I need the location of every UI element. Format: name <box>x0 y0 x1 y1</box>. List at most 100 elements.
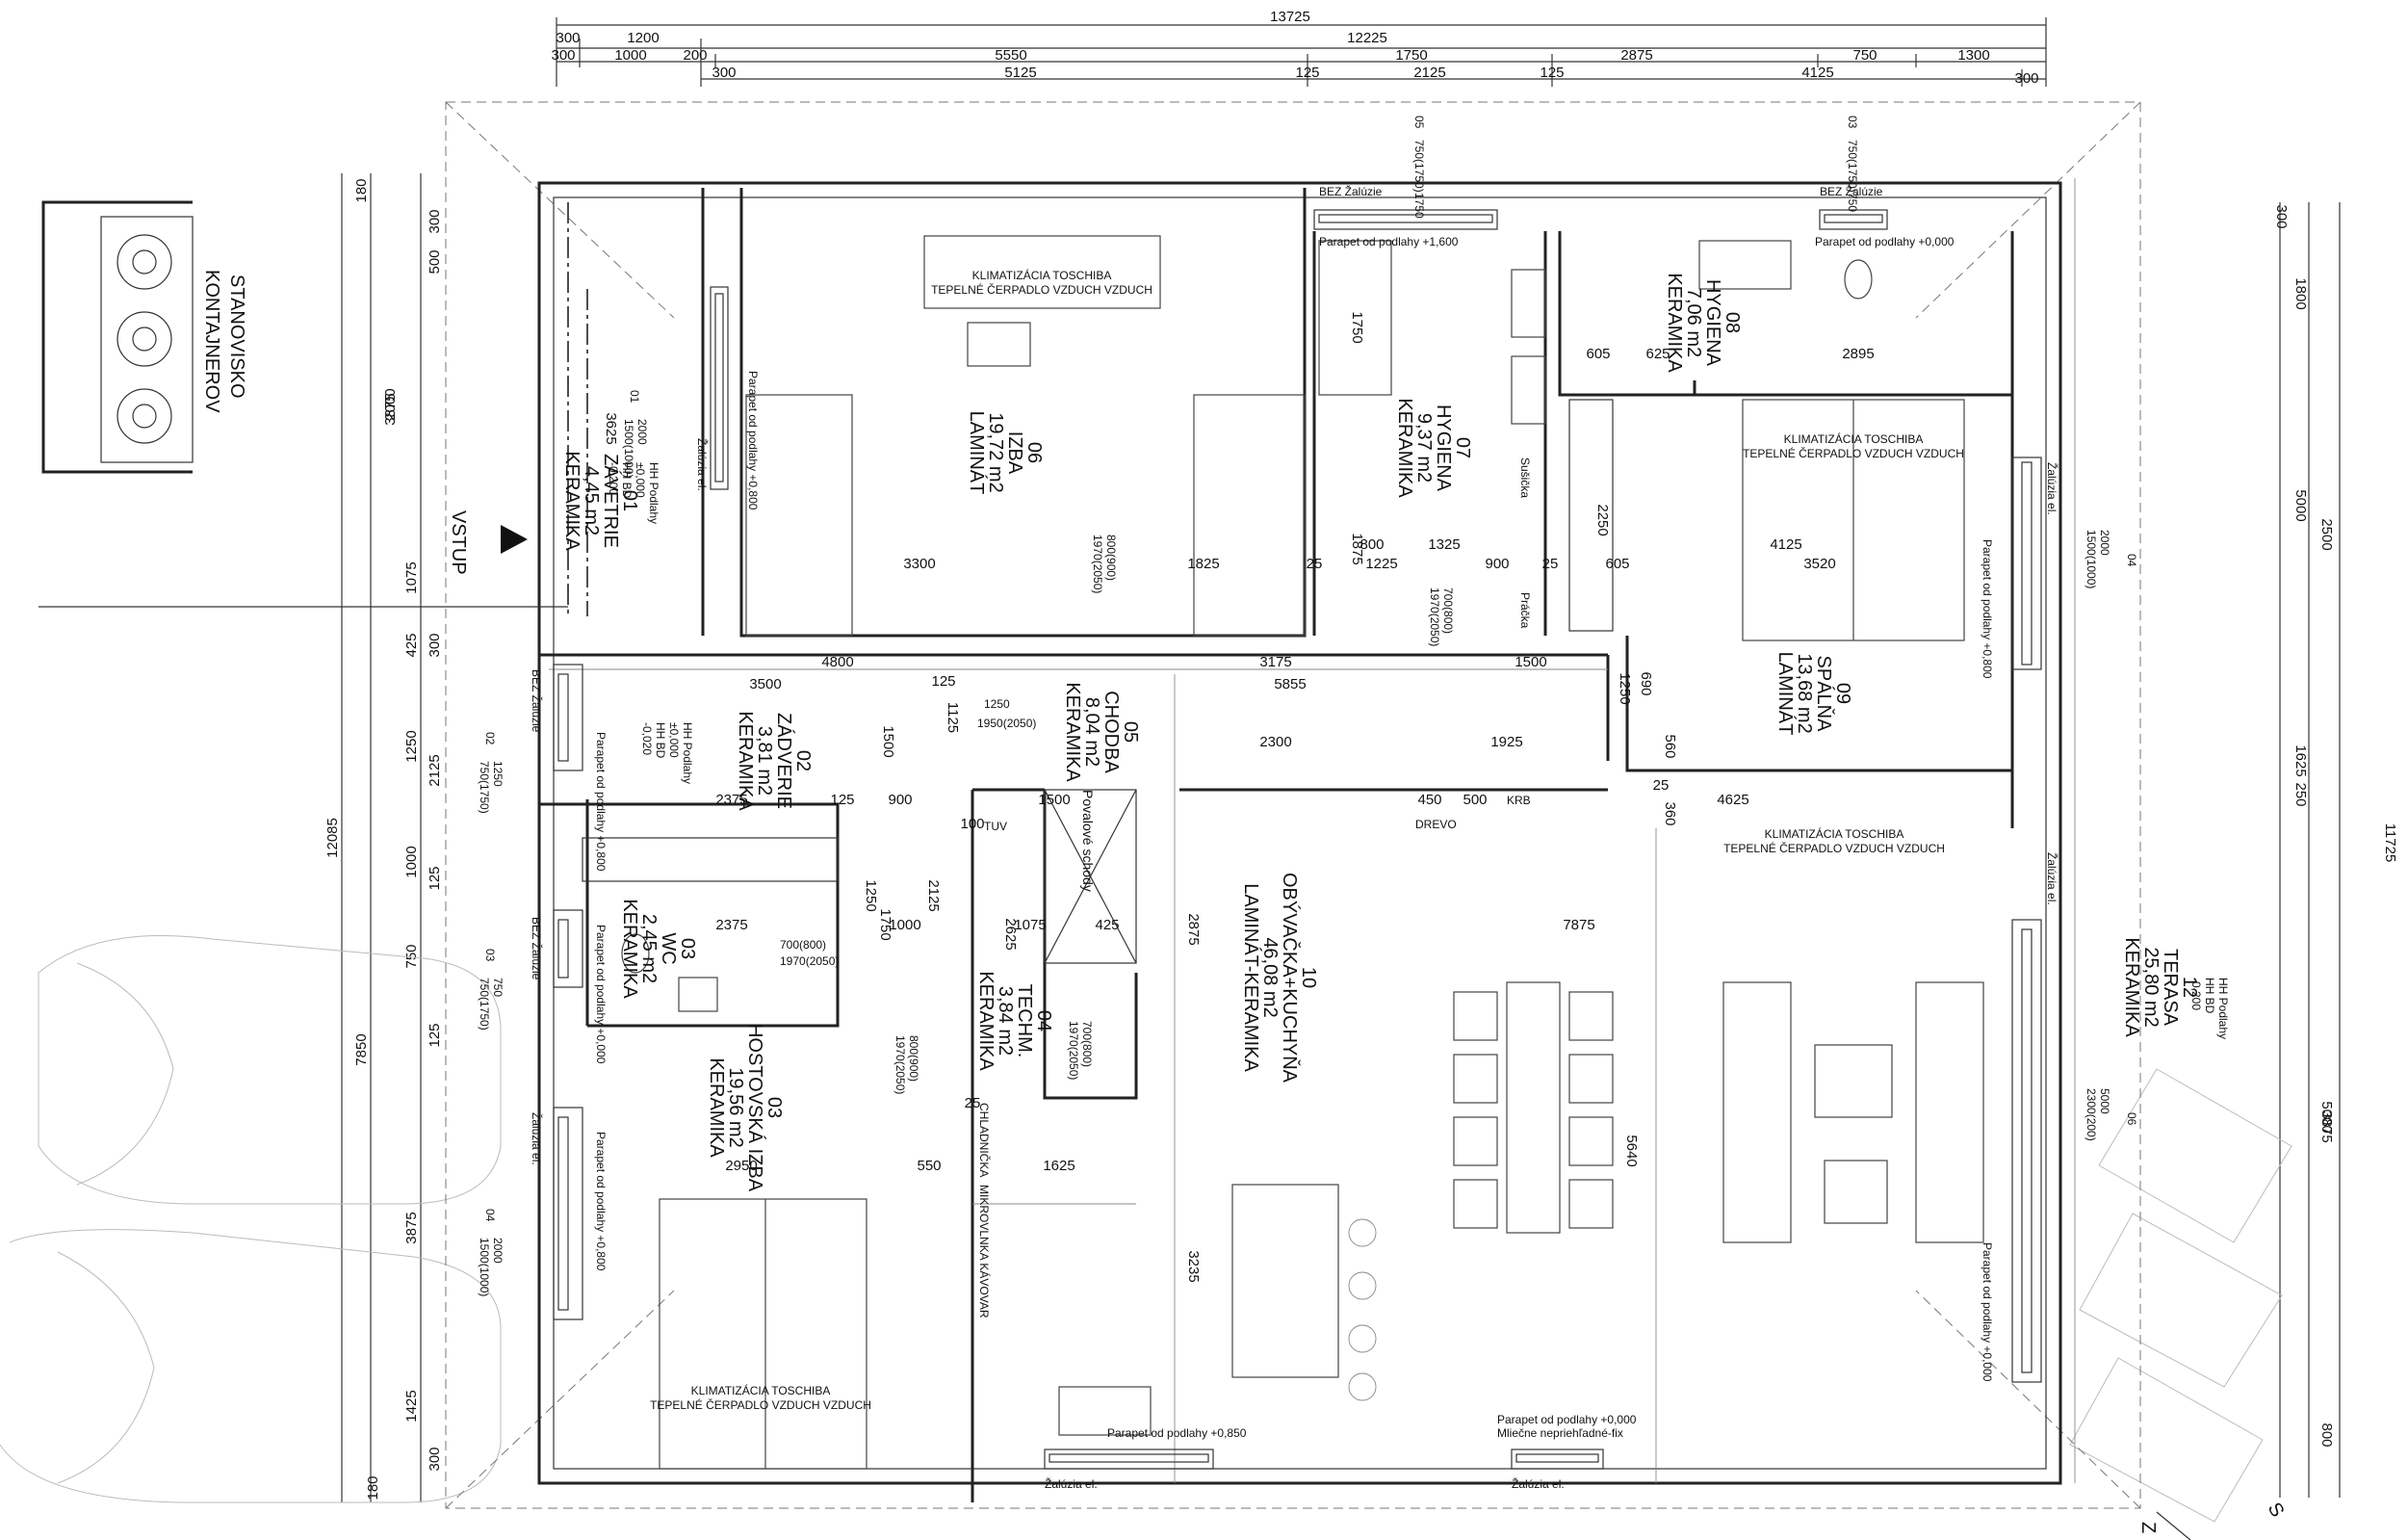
interior-dim-label: 1500 <box>880 725 896 757</box>
interior-dim-label: 1825 <box>1187 556 1219 572</box>
interior-dim-label: 1625 <box>1043 1158 1075 1174</box>
room-08-area: 7,06 m2 <box>1683 288 1704 357</box>
level-hh-2-val: ±0,000 <box>667 722 681 758</box>
door-4-size: 700(800) <box>780 938 826 952</box>
walls <box>537 181 2062 1502</box>
door-1-top: 1970(2050) <box>1091 535 1104 593</box>
milky-glass-note: Mliečne nepriehľadné-fix <box>1497 1426 1623 1440</box>
dim-right-b3: 5000 <box>2318 1101 2335 1133</box>
dim-left-b3: 2000 <box>382 388 399 420</box>
dim-right-a2: 5000 <box>2292 489 2309 521</box>
parapet-note-6: Parapet od podlahy +0,800 <box>594 1132 608 1271</box>
interior-dim-label: 25 <box>1307 556 1323 572</box>
room-09-area: 13,68 m2 <box>1794 653 1815 733</box>
dim-top-11: 750 <box>1852 47 1877 64</box>
dim-right-b2: 2500 <box>2318 518 2335 550</box>
room-01-area: 4,45 m2 <box>581 466 602 535</box>
dim-right-a3: 1625 <box>2292 744 2309 776</box>
room-10: 10 OBÝVAČKA+KUCHYŇA 46,08 m2 LAMINÁT-KER… <box>1240 873 1319 1083</box>
interior-dim-label: 690 <box>1638 671 1654 695</box>
level-hh-3-b2: -0,200 <box>2189 978 2203 1010</box>
room-02-floor: KERAMIKA <box>735 711 756 811</box>
dim-right-b1: 300 <box>2273 204 2290 228</box>
door-3-top: 1950(2050) <box>977 717 1036 730</box>
room-03-guest: 03 HOSTOVSKÁ IZBA 19,56 m2 KERAMIKA <box>706 1024 785 1192</box>
level-hh-1-b: HH BD <box>620 462 634 499</box>
dim-left-b12: 180 <box>365 1475 381 1500</box>
window-01-size: 1500(1000) <box>622 419 635 478</box>
dim-top-17: 125 <box>1540 65 1564 81</box>
interior-dim-label: 2125 <box>925 879 942 911</box>
window-03-width: 750 <box>491 978 505 997</box>
room-10-number: 10 <box>1298 967 1319 988</box>
blinds-4: Žalúzia el. <box>530 1112 544 1165</box>
parapet-note-1: Parapet od podlahy +1,600 <box>1319 235 1459 248</box>
right-dimensions: 11725 1800 5000 1625 250 3875 800 300 25… <box>2273 202 2398 1498</box>
interior-dim-label: 2895 <box>1842 346 1874 362</box>
window-02-width: 1250 <box>491 761 505 787</box>
window-06-size: 2300(200) <box>2084 1088 2098 1141</box>
room-07: 07 HYGIENA 9,37 m2 KERAMIKA <box>1394 398 1473 498</box>
dim-left-b9: 3875 <box>403 1212 420 1243</box>
room-08-name: HYGIENA <box>1702 279 1723 367</box>
interior-dim-label: 1325 <box>1428 536 1460 553</box>
door-tag-1: 800(900) 1970(2050) <box>1091 535 1118 593</box>
room-02-name: ZÁDVERIE <box>773 713 795 809</box>
level-hh-3: HH Podlahy <box>2216 978 2230 1039</box>
parapet-note-5: Parapet od podlahy +0,000 <box>1981 1242 1994 1382</box>
top-dimensions: 13725 300 1200 12225 300 1000 200 5550 1… <box>551 9 2047 87</box>
dim-top-9: 2875 <box>1620 47 1652 64</box>
left-dimensions: 12085 180 3875 1075 425 1250 1000 7850 3… <box>324 173 443 1502</box>
interior-dim-label: 625 <box>1645 346 1670 362</box>
interior-dim-label: 2375 <box>715 792 747 808</box>
level-marker-terrace: HH Podlahy HH BD -0,200 <box>2189 978 2230 1039</box>
blinds-3: Žalúzia el. <box>2045 852 2059 905</box>
window-06-code: 06 <box>2125 1112 2138 1126</box>
parapet-note-2: Parapet od podlahy +0,000 <box>1815 235 1955 248</box>
door-tag-2: 700(800) 1970(2050) <box>1428 587 1455 646</box>
no-blinds-2: BEZ Žalúzie <box>1820 184 1883 198</box>
room-06: 06 IZBA 19,72 m2 LAMINÁT <box>966 411 1045 495</box>
room-03-number: 03 <box>677 938 698 959</box>
interior-dim-label: 3300 <box>903 556 935 572</box>
room-06-name: IZBA <box>1004 431 1025 475</box>
window-04-width: 2000 <box>491 1238 505 1264</box>
dim-left-a6: 1000 <box>403 846 420 877</box>
dim-right-a1: 1800 <box>2292 277 2309 309</box>
window-04b-width: 2000 <box>2098 530 2111 556</box>
notes: KLIMATIZÁCIA TOSCHIBA TEPELNÉ ČERPADLO V… <box>530 184 2230 1491</box>
door-6-top: 1970(2050) <box>1067 1021 1080 1080</box>
dim-left-b1: 300 <box>427 209 443 233</box>
dim-left-b10: 1425 <box>403 1390 420 1422</box>
interior-dim-label: 1125 <box>945 702 961 733</box>
dim-top-13: 300 <box>712 65 736 81</box>
room-guest-number: 03 <box>764 1097 785 1118</box>
room-03-floor: KERAMIKA <box>619 899 640 999</box>
level-hh-3-b: HH BD <box>2203 978 2216 1014</box>
room-04-floor: KERAMIKA <box>975 971 997 1071</box>
parapet-note-10: Parapet od podlahy +0,000 <box>1497 1413 1637 1426</box>
interior-dim-label: 25 <box>965 1095 981 1111</box>
no-blinds-1: BEZ Žalúzie <box>1319 184 1383 198</box>
no-blinds-4: BEZ Žalúzie <box>530 917 544 980</box>
interior-dim-label: 1250 <box>1617 672 1633 704</box>
room-08: 08 HYGIENA 7,06 m2 KERAMIKA <box>1664 273 1743 373</box>
interior-dim-label: 550 <box>917 1158 941 1174</box>
entrance-canopy: VSTUP <box>39 202 588 616</box>
interior-dim-label: 1075 <box>1014 917 1046 933</box>
room-10-floor: LAMINÁT-KERAMIKA <box>1240 883 1262 1072</box>
window-02-size: 750(1750) <box>478 761 491 814</box>
window-05-width: 1750 <box>1412 193 1426 219</box>
ac-label-1: KLIMATIZÁCIA TOSCHIBA <box>972 268 1112 282</box>
room-04: 04 TECHM. 3,84 m2 KERAMIKA <box>975 971 1054 1071</box>
entrance-label: VSTUP <box>448 510 469 575</box>
parapet-note-3: Parapet od podlahy +0,800 <box>746 371 760 510</box>
room-08-number: 08 <box>1722 312 1743 333</box>
room-09-floor: LAMINÁT <box>1774 652 1797 736</box>
window-tag-04b: 04 2000 1500(1000) <box>2084 530 2138 588</box>
window-01-code: 01 <box>628 390 641 404</box>
window-04b-size: 1500(1000) <box>2084 530 2098 588</box>
dim-top-18: 300 <box>2014 70 2038 87</box>
interior-dim-label: 1750 <box>877 908 893 940</box>
